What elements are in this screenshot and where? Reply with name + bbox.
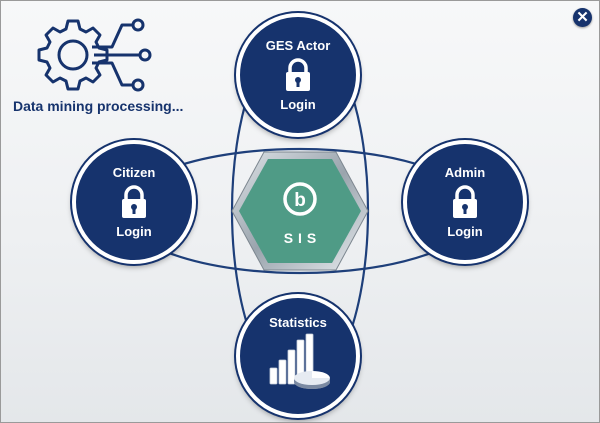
sis-logo: b SIS — [230, 149, 370, 273]
sis-hexagon: b — [231, 151, 369, 271]
close-button[interactable]: ✕ — [573, 8, 592, 27]
admin-login-button[interactable]: Admin Login — [403, 140, 527, 264]
statistics-chart-icon — [269, 333, 330, 389]
processing-status-text: Data mining processing... — [13, 98, 184, 114]
citizen-login-button[interactable]: Citizen Login — [72, 140, 196, 264]
statistics-button[interactable]: Statistics — [236, 294, 360, 418]
node-title: GES Actor — [265, 38, 331, 53]
node-action: Login — [280, 97, 316, 112]
lock-icon — [286, 58, 310, 91]
data-processing-gear-icon — [37, 17, 157, 93]
node-action: Login — [447, 224, 483, 239]
node-title: Citizen — [112, 165, 156, 180]
node-title: Statistics — [269, 314, 327, 330]
logo-text: SIS — [283, 230, 322, 246]
node-title: Admin — [444, 165, 486, 180]
node-action: Login — [116, 224, 152, 239]
ges-actor-login-button[interactable]: GES Actor Login — [236, 13, 360, 137]
lock-icon — [453, 185, 477, 218]
logo-mark: b — [294, 190, 306, 211]
close-icon: ✕ — [576, 9, 589, 26]
lock-icon — [122, 185, 146, 218]
